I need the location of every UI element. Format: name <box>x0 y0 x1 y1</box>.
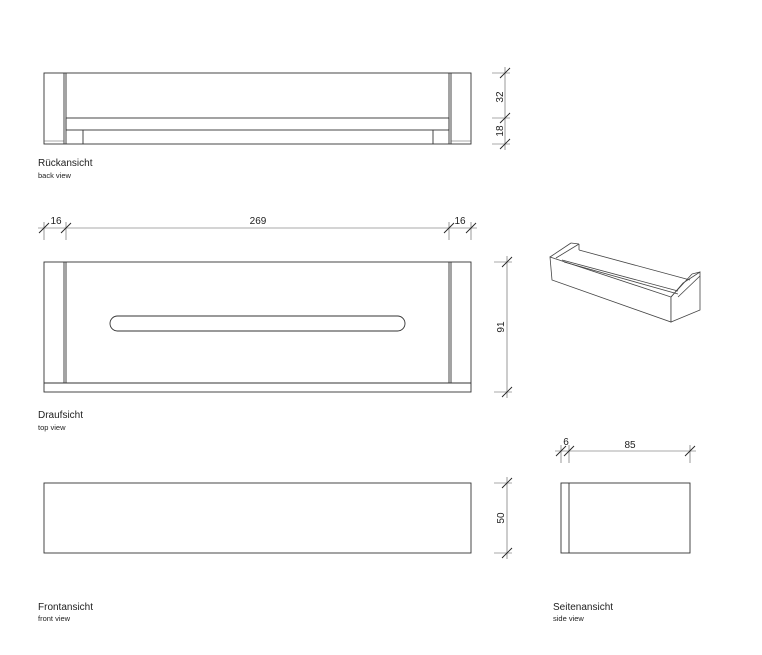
top-dimension-horizontal: 16 269 16 <box>38 216 477 240</box>
dim-width-85: 85 <box>624 440 636 451</box>
side-dimension: 6 85 <box>555 437 696 463</box>
top-view: 16 269 16 91 Draufsicht top view <box>38 216 513 432</box>
back-view: 32 18 Rückansicht back view <box>38 67 511 180</box>
front-dimension: 50 <box>494 477 513 559</box>
side-view-subtitle: side view <box>553 614 584 623</box>
dim-width-269: 269 <box>250 216 267 227</box>
dim-height-18: 18 <box>495 125 506 137</box>
back-view-subtitle: back view <box>38 171 72 180</box>
side-view-title: Seitenansicht <box>553 602 613 613</box>
dim-height-32: 32 <box>495 91 506 103</box>
isometric-view <box>549 242 701 323</box>
front-view: 50 Frontansicht front view <box>38 477 513 623</box>
back-view-title: Rückansicht <box>38 158 93 169</box>
top-view-title: Draufsicht <box>38 410 83 421</box>
dim-width-16-left: 16 <box>50 216 62 227</box>
slot <box>109 315 406 332</box>
dim-width-16-right: 16 <box>454 216 466 227</box>
top-view-subtitle: top view <box>38 423 66 432</box>
dim-height-50: 50 <box>496 512 507 524</box>
front-view-subtitle: front view <box>38 614 71 623</box>
dim-depth-91: 91 <box>496 321 507 333</box>
side-view: 6 85 Seitenansicht side view <box>553 437 696 623</box>
dim-width-6: 6 <box>563 437 569 448</box>
front-view-title: Frontansicht <box>38 602 93 613</box>
back-dimension: 32 18 <box>492 67 511 150</box>
top-dimension-vertical: 91 <box>494 256 513 398</box>
